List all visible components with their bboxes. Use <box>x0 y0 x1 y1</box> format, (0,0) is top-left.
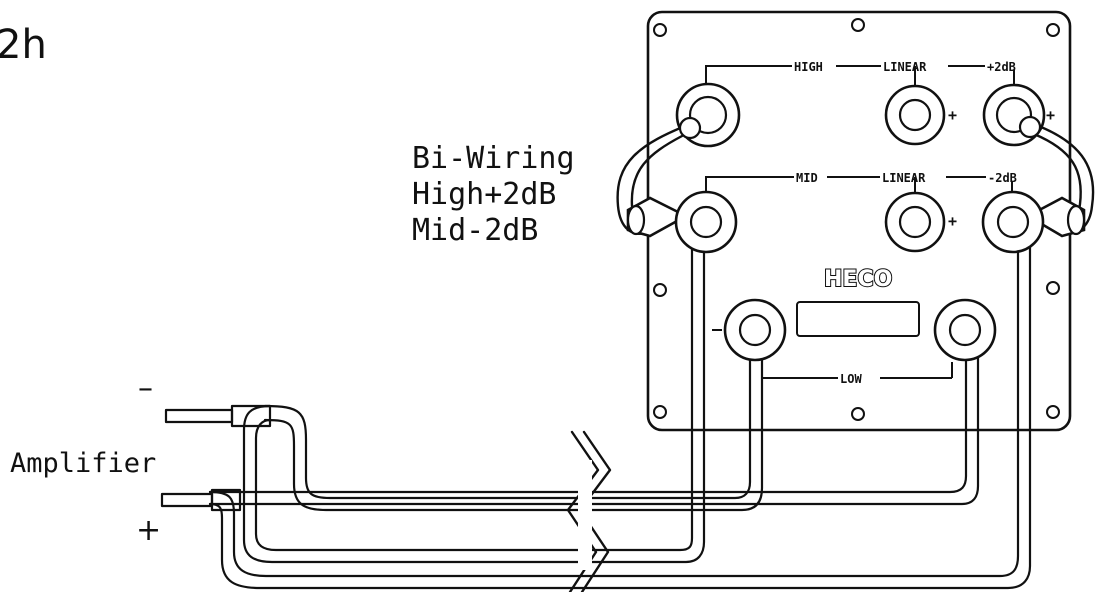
terminal-low-left <box>723 298 787 362</box>
plus-mark: + <box>948 106 957 124</box>
mounting-hole <box>1046 281 1060 295</box>
caption-line-1: Bi-Wiring <box>412 141 575 176</box>
high-linear-label: LINEAR <box>883 60 927 74</box>
plus-mark: + <box>948 212 957 230</box>
mounting-hole <box>1046 405 1060 419</box>
terminal-high-boost <box>982 83 1046 147</box>
caption-line-3: Mid-2dB <box>412 213 538 248</box>
amplifier-label: Amplifier <box>10 448 156 479</box>
mounting-hole <box>851 407 865 421</box>
terminal-high-left <box>675 82 741 148</box>
mid-label: MID <box>796 171 818 185</box>
terminal-mid-linear <box>884 191 946 253</box>
high-label: HIGH <box>794 60 823 74</box>
mid-linear-label: LINEAR <box>882 171 926 185</box>
caption-line-2: High+2dB <box>412 177 557 212</box>
amplifier-plus-sign: + <box>136 513 161 548</box>
mounting-hole <box>851 18 865 32</box>
brand-logo: HECO <box>824 267 892 292</box>
terminal-mid-cut <box>981 190 1045 254</box>
mounting-hole <box>653 23 667 37</box>
amplifier-minus-sign: – <box>138 371 153 406</box>
plus-mark: + <box>1046 106 1055 124</box>
low-label: LOW <box>840 372 862 386</box>
terminal-mid-left <box>674 190 738 254</box>
mounting-hole <box>653 283 667 297</box>
amplifier-leads <box>160 404 272 512</box>
terminal-low-right <box>933 298 997 362</box>
high-boost-label: +2dB <box>987 60 1016 74</box>
mid-cut-label: -2dB <box>988 171 1017 185</box>
mounting-hole <box>653 405 667 419</box>
mounting-hole <box>1046 23 1060 37</box>
page-fragment-label: 2h <box>0 22 47 68</box>
label-window <box>796 301 920 337</box>
terminals <box>674 82 1046 362</box>
bridge-jumpers <box>616 120 1095 238</box>
terminal-high-linear <box>884 84 946 146</box>
